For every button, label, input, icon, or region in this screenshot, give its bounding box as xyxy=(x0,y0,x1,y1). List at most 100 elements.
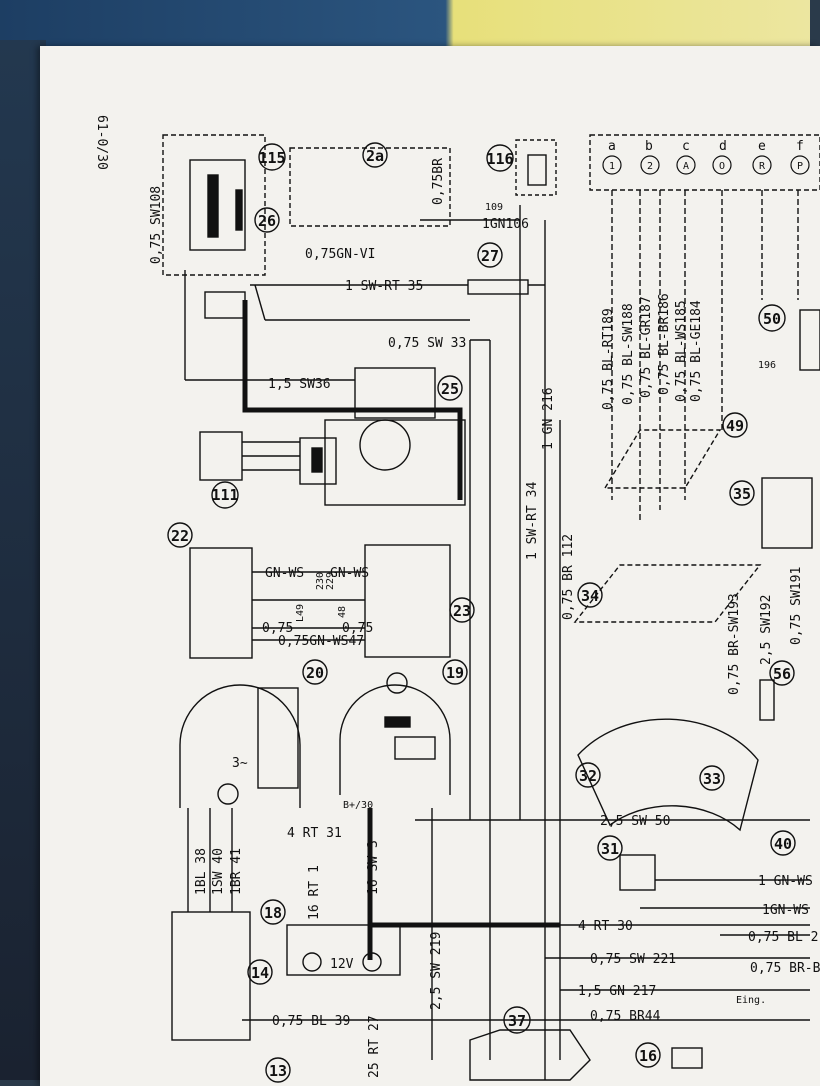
top-letter-c: c xyxy=(682,139,690,154)
component-31: 31 xyxy=(601,840,619,858)
component-26: 26 xyxy=(258,212,276,230)
component-37: 37 xyxy=(508,1012,526,1030)
component-19: 19 xyxy=(446,664,464,682)
component-23: 23 xyxy=(453,602,471,620)
wire-label: 2,5 SW 50 xyxy=(600,814,670,829)
wire-label: 0,75 BR44 xyxy=(590,1009,661,1024)
wire-label: 230 xyxy=(315,572,326,590)
component-34: 34 xyxy=(581,587,599,605)
connector-26 xyxy=(204,291,246,319)
regulator-14 xyxy=(171,911,251,1041)
battery-18 xyxy=(286,924,401,976)
relay-56 xyxy=(759,679,775,721)
box-116 xyxy=(515,139,557,196)
wire-label: 25 RT 27 xyxy=(367,1015,382,1078)
wire-labels: 0,75 SW108 1 SW-RT 35 0,75 SW 33 1,5 SW3… xyxy=(149,158,820,1078)
wire-label: 1BR 41 xyxy=(229,848,244,895)
wire-label: 1GN106 xyxy=(482,217,529,232)
wire-label: L49 xyxy=(295,604,306,622)
connector-49 xyxy=(603,429,722,489)
wire-label: 1SW 40 xyxy=(211,848,226,895)
top-pin-2: 2 xyxy=(647,161,653,172)
wire-label: 1,5 GN 217 xyxy=(578,984,656,999)
component-40: 40 xyxy=(774,835,792,853)
wire-label: 0,75GN-WS47 xyxy=(278,634,364,649)
top-letter-a: a xyxy=(608,139,616,154)
switch-31 xyxy=(619,854,656,891)
box-50 xyxy=(799,309,820,371)
component-22: 22 xyxy=(171,527,189,545)
component-116: 116 xyxy=(486,150,513,168)
wire-label: 0,75 BR 112 xyxy=(561,534,576,620)
wire-label: 109 xyxy=(485,202,503,213)
top-pin-1: 1 xyxy=(609,161,615,172)
relay-35 xyxy=(761,477,813,549)
component-18: 18 xyxy=(264,904,282,922)
wire-label: 196 xyxy=(758,360,776,371)
wire-label: 0,75GN-VI xyxy=(305,247,375,262)
wire-label: 0,75 SW108 xyxy=(149,186,164,264)
background-desk-left xyxy=(0,40,46,1080)
wire-label: 0,75 SW 33 xyxy=(388,336,466,351)
wire-label: GN-WS xyxy=(330,566,369,581)
wire-label: 1GN-WS xyxy=(762,903,809,918)
gauge-32 xyxy=(577,718,759,832)
wire-label: 1 SW-RT 34 xyxy=(525,482,540,560)
rotary-switch-25 xyxy=(359,419,411,471)
wire-label: 229 xyxy=(325,572,336,590)
wire-label: 1 GN 216 xyxy=(541,387,556,450)
box-22 xyxy=(189,547,253,659)
top-letter-e: e xyxy=(758,139,766,154)
switch-16 xyxy=(671,1047,703,1069)
connector-111 xyxy=(199,431,243,481)
wire-label: 1 SW-RT 35 xyxy=(345,279,423,294)
box-25 xyxy=(354,367,436,419)
wire-label: 2,5 SW 219 xyxy=(429,932,444,1010)
component-labels: 26 115 2a 116 27 25 111 22 23 20 19 18 1… xyxy=(167,142,796,1083)
box-115-2a xyxy=(289,147,451,227)
wire-label: 1,5 SW36 xyxy=(268,377,331,392)
component-115: 115 xyxy=(258,149,285,167)
top-letter-f: f xyxy=(796,139,804,154)
component-32: 32 xyxy=(579,767,597,785)
box-26 xyxy=(162,134,266,276)
component-13: 13 xyxy=(269,1062,287,1080)
switch-25 xyxy=(324,419,466,506)
wire-label: 4 RT 31 xyxy=(287,826,342,841)
wire-label: 0,75 BL-BR186 xyxy=(657,293,672,395)
top-pin-A: A xyxy=(683,161,689,172)
wire-label: 0,75 BL-WS185 xyxy=(674,300,689,402)
wire-label: 16 SW 3 xyxy=(366,840,381,895)
connector-37 xyxy=(469,1029,591,1081)
top-pin-R: R xyxy=(759,161,766,172)
wire-label: 0,75 BR-SW193 xyxy=(727,593,742,695)
wire-label: 0,75BR xyxy=(431,158,446,205)
component-50: 50 xyxy=(763,310,781,328)
relay-26-contact xyxy=(235,189,243,231)
relay-26-coil xyxy=(207,174,219,238)
component-2a: 2a xyxy=(366,147,384,165)
top-pin-P: P xyxy=(797,161,803,172)
motor-111 xyxy=(299,437,337,485)
top-connector-box xyxy=(589,134,820,191)
wire-label: 0,75 BL 39 xyxy=(272,1014,350,1029)
wire-label: 0,75 BL-GR187 xyxy=(639,296,654,398)
wire-label: 4 RT 30 xyxy=(578,919,633,934)
wire-label: 0,75 BL 2 xyxy=(748,930,818,945)
wire-label: 0,75 SW 221 xyxy=(590,952,676,967)
relay-116 xyxy=(527,154,547,186)
component-56: 56 xyxy=(773,665,791,683)
component-35: 35 xyxy=(733,485,751,503)
top-letter-d: d xyxy=(719,139,727,154)
top-connector: a b c d e f 1 2 A O R P xyxy=(602,139,810,175)
connector-34 xyxy=(573,564,762,623)
wire-label: 0,75 xyxy=(262,621,293,636)
fuse-27 xyxy=(467,279,529,295)
battery-voltage: 12V xyxy=(330,957,354,972)
wire-label: Eing. xyxy=(736,995,766,1006)
wire-label: 1 GN-WS xyxy=(758,874,813,889)
wire-label: 0,75 BL-GE184 xyxy=(689,300,704,402)
wire-label: B+/30 xyxy=(343,800,373,811)
page-code: 61-0/30 xyxy=(94,115,109,170)
